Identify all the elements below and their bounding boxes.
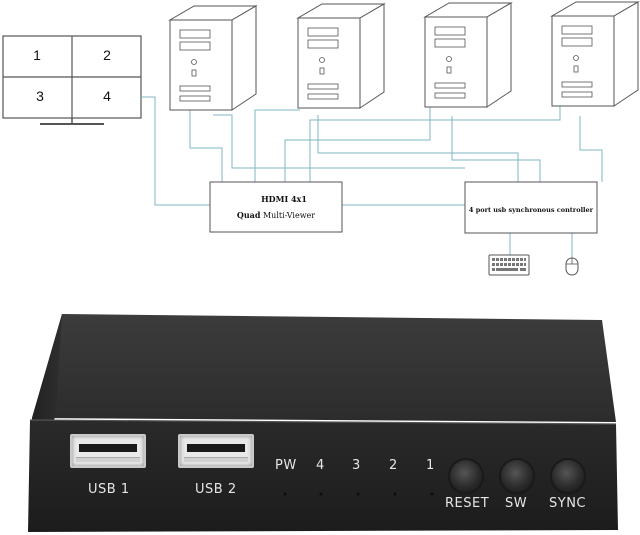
monitor-quadrant-1: 1 <box>33 47 41 63</box>
usb-port-1-label: USB 1 <box>88 482 130 497</box>
usb-port-2-slot <box>184 457 248 462</box>
usb-controller-label: 4 port usb synchronous controller <box>469 206 594 214</box>
led-label-pw: PW <box>275 458 297 473</box>
reset-button-label: RESET <box>445 496 490 511</box>
led-pw <box>283 492 287 496</box>
multiviewer-subtitle: Quad Multi-Viewer <box>237 210 315 220</box>
usb-port-1-slot <box>76 457 140 462</box>
monitor-quadrant-4: 4 <box>103 88 111 104</box>
multiviewer-box: HDMI 4x1 Quad Multi-Viewer <box>209 181 343 233</box>
sync-button-label: SYNC <box>549 496 586 511</box>
pc-tower-1 <box>168 5 258 111</box>
quad-monitor: 1 2 3 4 <box>2 35 142 125</box>
usb-port-2-label: USB 2 <box>195 482 237 497</box>
mouse-icon <box>565 257 579 276</box>
led-4 <box>319 492 323 496</box>
led-label-2: 2 <box>389 458 398 473</box>
led-label-1: 1 <box>426 458 435 473</box>
usb-port-2-tongue <box>187 444 245 452</box>
pc-tower-2 <box>296 3 386 109</box>
led-2 <box>393 492 397 496</box>
device-body <box>28 314 618 532</box>
keyboard-icon <box>488 254 530 276</box>
multiviewer-title: HDMI 4x1 <box>261 194 307 204</box>
usb-port-1-tongue <box>79 444 137 452</box>
connection-diagram: 1 2 3 4 <box>2 1 640 276</box>
sw-button[interactable] <box>501 460 533 492</box>
usb-controller-box: 4 port usb synchronous controller <box>464 181 598 234</box>
reset-button[interactable] <box>450 460 482 492</box>
led-3 <box>356 492 360 496</box>
sync-button[interactable] <box>552 460 584 492</box>
pc-tower-4 <box>550 1 640 107</box>
usb-port-1[interactable] <box>70 434 146 468</box>
usb-port-2[interactable] <box>178 434 254 468</box>
multiviewer-subtitle-rest: Multi-Viewer <box>263 211 315 220</box>
multiviewer-subtitle-quad: Quad <box>237 210 261 220</box>
sw-button-label: SW <box>505 496 528 511</box>
monitor-quadrant-3: 3 <box>36 88 44 104</box>
led-1 <box>430 492 434 496</box>
led-label-3: 3 <box>352 458 361 473</box>
pc-tower-3 <box>423 2 513 108</box>
cable-lines <box>141 96 603 260</box>
kvm-device-photo: USB 1 USB 2 PW 4 3 2 1 RESET SW SYNC <box>22 312 620 535</box>
led-label-4: 4 <box>316 458 325 473</box>
monitor-quadrant-2: 2 <box>103 47 111 63</box>
